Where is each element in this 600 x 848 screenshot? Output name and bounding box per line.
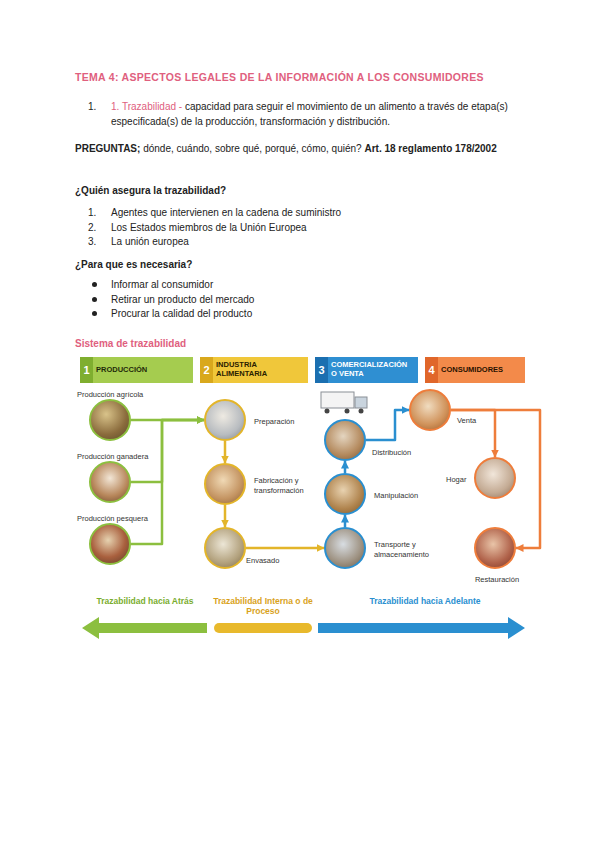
stage-number: 1 <box>80 357 93 383</box>
text-block: Procurar la calidad del producto <box>111 306 252 321</box>
flow-arrow <box>131 420 204 544</box>
questions-heading: PREGUNTAS; <box>75 143 140 154</box>
stage-number: 4 <box>425 357 438 383</box>
text-block: ¿Quién asegura la trazabilidad? <box>75 183 226 198</box>
text-block: Trazabilidad hacia Atrás <box>90 596 200 606</box>
text-block: Los Estados miembros de la Unión Europea <box>111 220 307 235</box>
stage-label: Venta <box>457 416 476 426</box>
text-block: Retirar un producto del mercado <box>111 292 254 307</box>
diagram-heading: Sistema de trazabilidad <box>75 338 186 349</box>
list-number: 1. <box>88 101 96 112</box>
section-question: ¿Para que es necesaria? <box>75 259 192 270</box>
text-block: PREGUNTAS; dónde, cuándo, sobre qué, por… <box>75 141 530 156</box>
flow-arrow <box>131 420 204 482</box>
text-block: 1. Trazabilidad - capacidad para seguir … <box>111 99 521 129</box>
law-reference: Art. 18 reglamento 178/2002 <box>364 143 496 154</box>
stage-label: Producción ganadera <box>77 452 148 462</box>
truck-picture <box>321 392 367 414</box>
stage-circle: Transporte y almacenamiento <box>324 527 366 569</box>
text-block: 1. <box>88 99 96 114</box>
stage-band: 1PRODUCCIÓN <box>80 357 193 383</box>
stage-circle: Preparación <box>204 399 246 441</box>
traceability-label: Trazabilidad hacia Atrás <box>97 596 194 606</box>
text-block: Agentes que intervienen en la cadena de … <box>111 205 341 220</box>
stage-circle: Hogar <box>474 457 516 499</box>
stage-circle: Distribución <box>324 419 366 461</box>
stage-label: Fabricación y transformación <box>254 476 320 495</box>
stage-band: 3COMERCIALIZACIÓN O VENTA <box>315 357 418 383</box>
stage-number: 3 <box>315 357 328 383</box>
text-block: 1. <box>88 205 96 220</box>
traceability-label: Trazabilidad hacia Adelante <box>369 596 480 606</box>
stage-label: Manipulación <box>374 491 418 501</box>
stage-circle: Envasado <box>204 527 246 569</box>
text-block: Trazabilidad hacia Adelante <box>365 596 485 606</box>
bullet-dot <box>92 311 97 316</box>
traceability-label: Trazabilidad Interna o de Proceso <box>213 596 313 616</box>
stage-label: Distribución <box>372 448 411 458</box>
stage-name: COMERCIALIZACIÓN O VENTA <box>328 357 418 383</box>
stage-circle: Restauración <box>474 527 516 569</box>
flow-arrow <box>344 461 347 473</box>
forward-arrow <box>318 617 525 639</box>
stage-label: Producción pesquera <box>77 514 148 524</box>
flow-arrow <box>246 547 324 550</box>
page-title: TEMA 4: ASPECTOS LEGALES DE LA INFORMACI… <box>75 70 575 84</box>
stage-label: Envasado <box>246 556 279 566</box>
stage-circle: Fabricación y transformación <box>204 463 246 505</box>
bullet-item: Informar al consumidor <box>111 279 213 290</box>
text-block: Trazabilidad Interna o de Proceso <box>213 596 313 616</box>
bullet-dot <box>92 282 97 287</box>
flow-arrow <box>344 515 347 527</box>
stage-circle: Producción ganadera <box>89 461 131 503</box>
truck-trailer <box>321 392 354 408</box>
stage-label: Hogar <box>446 475 466 485</box>
flow-arrow <box>366 410 409 440</box>
text-block: La unión europea <box>111 234 189 249</box>
truck-cab <box>355 397 367 408</box>
stage-label: Transporte y almacenamiento <box>374 540 440 559</box>
text-block: Sistema de trazabilidad <box>75 336 186 351</box>
truck-wheel <box>359 409 364 414</box>
backward-arrow <box>82 617 207 639</box>
section-question: ¿Quién asegura la trazabilidad? <box>75 185 226 196</box>
text-block: Informar al consumidor <box>111 277 213 292</box>
stage-circle: Producción pesquera <box>89 523 131 565</box>
stage-name: CONSUMIDORES <box>438 357 525 383</box>
term-heading: 1. Trazabilidad - <box>111 101 182 112</box>
bullet-item: Procurar la calidad del producto <box>111 308 252 319</box>
list-item: Agentes que intervienen en la cadena de … <box>111 207 341 218</box>
text-block: ¿Para que es necesaria? <box>75 257 192 272</box>
stage-number: 2 <box>200 357 213 383</box>
stage-name: INDUSTRIA ALIMENTARIA <box>213 357 308 383</box>
stage-band: 2INDUSTRIA ALIMENTARIA <box>200 357 308 383</box>
list-number: 3. <box>88 236 96 247</box>
text-block: 2. <box>88 220 96 235</box>
stage-circle: Manipulación <box>324 473 366 515</box>
list-item: La unión europea <box>111 236 189 247</box>
stage-label: Preparación <box>254 417 294 427</box>
internal-bar <box>214 623 312 633</box>
list-number: 1. <box>88 207 96 218</box>
flow-arrow <box>224 441 227 463</box>
flow-arrow <box>451 410 495 457</box>
stage-circle: Producción agrícola <box>89 399 131 441</box>
bullet-item: Retirar un producto del mercado <box>111 294 254 305</box>
text-block: 3. <box>88 234 96 249</box>
list-item: Los Estados miembros de la Unión Europea <box>111 222 307 233</box>
questions-text: dónde, cuándo, sobre qué, porqué, cómo, … <box>143 143 362 154</box>
truck-wheel <box>345 409 350 414</box>
bullet-dot <box>92 297 97 302</box>
stage-band: 4CONSUMIDORES <box>425 357 525 383</box>
truck-wheel <box>325 409 330 414</box>
stage-label: Restauración <box>470 575 524 585</box>
stage-circle: Venta <box>409 389 451 431</box>
flow-arrow <box>224 505 227 527</box>
stage-name: PRODUCCIÓN <box>93 357 193 383</box>
list-number: 2. <box>88 222 96 233</box>
stage-label: Producción agrícola <box>77 390 143 400</box>
